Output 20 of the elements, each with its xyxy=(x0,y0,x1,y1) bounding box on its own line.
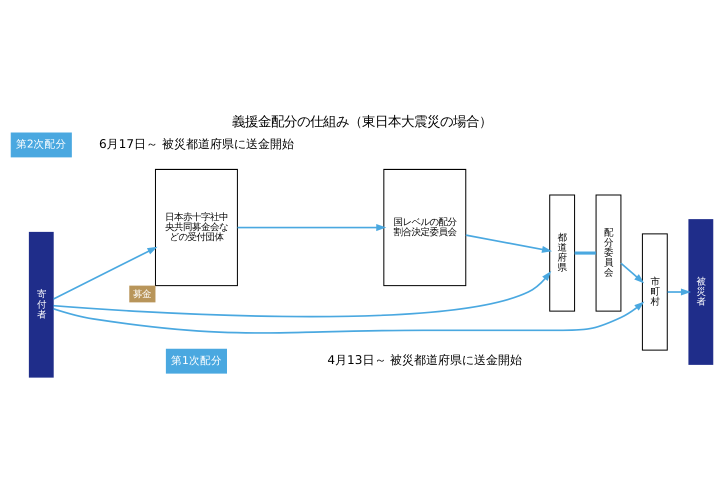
connector xyxy=(574,252,596,255)
node-box: 被災者 xyxy=(688,219,714,365)
node-box: 市町村 xyxy=(642,233,668,351)
node-box: 寄付者 xyxy=(28,232,54,378)
arrow xyxy=(53,270,552,318)
arrow xyxy=(466,234,552,253)
node-box: 国レベルの配分割合決定委員会 xyxy=(383,168,466,286)
arrow xyxy=(53,246,158,300)
label: 6月17日～ 被災都道府県に送金開始 xyxy=(98,136,294,151)
node-label: 募金 xyxy=(132,288,151,300)
arrow xyxy=(620,262,644,284)
label: 4月13日～ 被災都道府県に送金開始 xyxy=(327,353,522,368)
arrow xyxy=(53,302,644,334)
label: 第1次配分 xyxy=(171,354,222,367)
arrow xyxy=(237,224,386,232)
node-box: 配分委員会 xyxy=(596,194,622,312)
label: 第2次配分 xyxy=(16,137,67,150)
node-box: 都道府県 xyxy=(549,194,576,312)
arrow xyxy=(667,288,692,296)
diagram-title: 義援金配分の仕組み（東日本大震災の場合） xyxy=(232,115,492,130)
